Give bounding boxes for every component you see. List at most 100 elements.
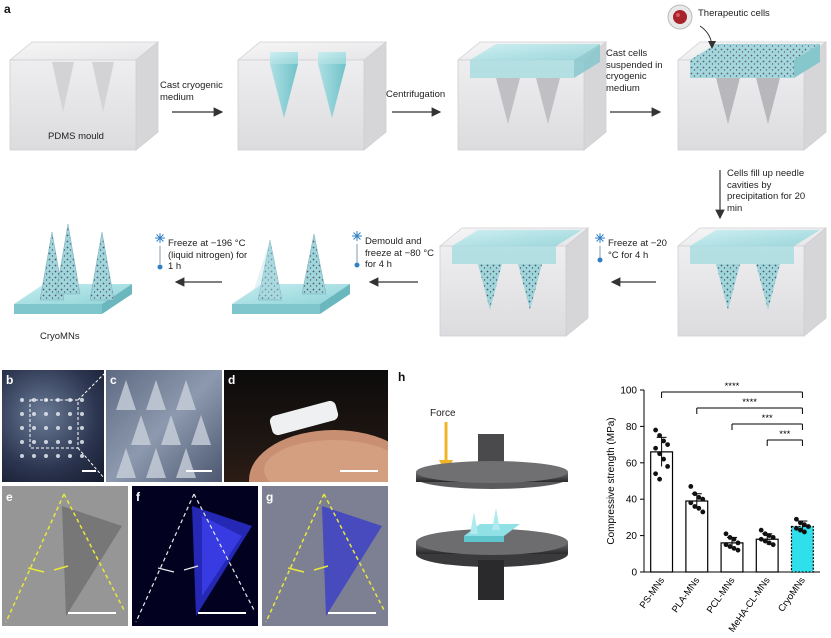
photo-e-brightfield [2,486,128,626]
label-cast-medium: Cast cryogenic medium [160,80,223,103]
snowflake-icon [352,231,362,241]
mould-frozen-20 [438,227,590,337]
scale-bar [68,612,116,614]
significance-label: *** [762,413,773,424]
data-point [688,484,694,489]
data-point [802,529,807,535]
data-point [762,538,768,544]
y-axis-label: Compressive strength (MPa) [606,417,617,544]
data-point [700,509,706,515]
photo-c-mn-closeup [106,370,222,482]
data-point [794,516,799,522]
photo-g-merged [262,486,388,626]
data-point [727,544,733,549]
panel-letter-c: c [110,373,117,387]
label-centrifugation: Centrifugation [386,89,446,100]
thermometer-icon [157,246,163,270]
data-point [653,427,658,433]
data-point [758,536,764,542]
data-point [798,520,803,526]
data-point [661,456,666,462]
patch-cryomns [14,223,132,314]
data-point [798,527,803,533]
label-precipitation: Cells fill up needle cavities by precipi… [727,168,806,214]
data-point [657,451,662,457]
significance-label: **** [725,381,740,392]
category-label: PS-MNs [638,575,667,610]
panel-letter-f: f [136,490,140,504]
label-force: Force [430,408,456,419]
data-point [665,464,670,469]
compression-test-diagram [416,422,568,600]
mould-precipitated [676,227,828,337]
snowflake-icon [155,233,165,243]
significance-label: **** [742,397,757,408]
thermometer-icon [354,244,360,268]
significance-label: *** [779,429,790,440]
pdms-mould-empty [8,41,160,151]
panel-letter-e: e [6,490,13,504]
data-point [696,505,702,511]
data-point [653,445,658,451]
data-point [688,500,694,506]
data-point [723,531,729,537]
data-point [653,471,658,477]
data-point [657,476,662,482]
label-demould: Demould and freeze at −80 °C for 4 h [365,236,435,270]
label-therapeutic-cells: Therapeutic cells [698,8,770,19]
data-point [806,524,811,529]
data-point [657,433,662,438]
label-cast-cells: Cast cells suspended in cryogenic medium [606,48,663,94]
photo-f-fluorescence [132,486,258,626]
mould-with-medium [236,41,388,151]
data-point [766,540,772,546]
scale-bar [198,612,246,614]
y-tick-label: 60 [626,458,638,469]
therapeutic-cell-icon [667,4,716,49]
data-point [731,545,737,551]
y-tick-label: 40 [626,495,638,506]
workflow-diagram [8,4,828,337]
data-point [735,540,741,546]
data-point [700,496,706,502]
panel-letter-g: g [266,490,274,504]
data-point [758,527,764,533]
data-point [723,542,729,548]
data-point [802,522,807,528]
label-cryomns: CryoMNs [40,331,80,342]
photo-d-patch-on-finger [224,370,388,482]
y-tick-label: 20 [626,531,638,542]
data-point [727,535,733,540]
y-tick-label: 80 [626,422,638,433]
bar [650,451,674,573]
panel-letter-d: d [228,373,236,387]
y-tick-label: 0 [631,568,637,579]
mould-centrifuged [456,41,608,151]
data-point [762,531,768,537]
data-point [770,535,776,540]
label-freeze-196: Freeze at −196 °C (liquid nitrogen) for … [168,238,248,272]
data-point [692,491,698,497]
scale-bar [82,470,96,472]
label-freeze-20: Freeze at −20 °C for 4 h [608,238,667,261]
scale-bar [186,470,212,472]
data-point [692,504,698,509]
data-point [665,442,670,447]
scale-bar [340,470,378,472]
scale-bar [328,612,376,614]
category-label: PCL-MNs [705,575,738,615]
photo-b-mn-array [2,370,104,482]
data-point [794,525,799,531]
mould-cells-cast [676,41,828,151]
label-pdms-mould: PDMS mould [48,131,104,142]
data-point [731,536,737,542]
data-point [735,547,741,553]
panel-letter-b: b [6,373,14,387]
panel-letter-a: a [4,2,11,16]
data-point [661,438,666,444]
panel-letter-h: h [398,370,406,384]
category-label: PLA-MNs [670,575,702,615]
data-point [766,533,772,538]
patch-demoulded [232,233,350,314]
